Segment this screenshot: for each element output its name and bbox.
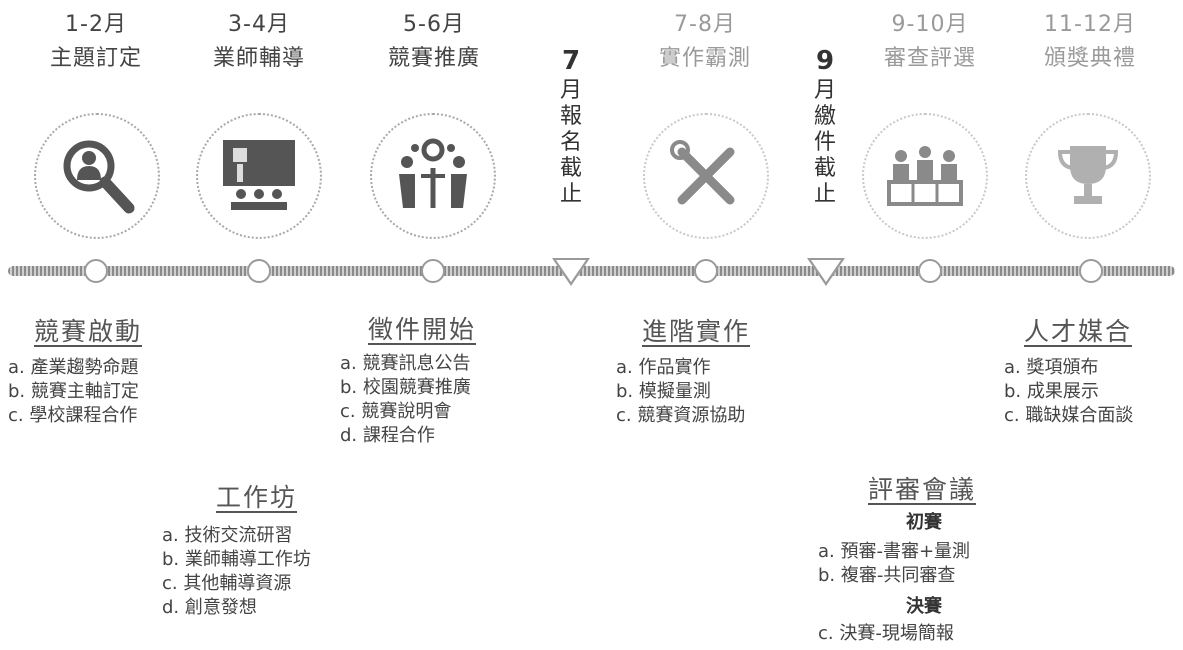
deadline-number: 9 bbox=[815, 46, 835, 76]
list-item: c. 競賽說明會 bbox=[340, 401, 452, 422]
list-item: c. 競賽資源協助 bbox=[616, 405, 746, 426]
deadline-char: 月 bbox=[559, 78, 582, 103]
deadline-char: 止 bbox=[559, 182, 582, 207]
deadline-char: 件 bbox=[813, 130, 836, 155]
period-1: 1-2月 主題訂定 bbox=[36, 8, 156, 76]
final-label: 決賽 bbox=[906, 596, 942, 617]
workshop-heading: 工作坊 bbox=[216, 478, 297, 514]
section-title: 徵件開始 bbox=[368, 315, 477, 344]
list-item: b. 複審-共同審查 bbox=[818, 565, 956, 586]
magnifier-person-icon bbox=[34, 113, 160, 239]
timeline-node bbox=[1079, 259, 1103, 283]
timeline-bar bbox=[8, 266, 1175, 276]
entry-list: a. 競賽訊息公告 b. 校園競賽推廣 c. 競賽說明會 d. 課程合作 bbox=[340, 352, 471, 448]
list-item: c. 職缺媒合面談 bbox=[1004, 405, 1134, 426]
list-item: c. 其他輔導資源 bbox=[162, 573, 292, 594]
timeline-node bbox=[247, 259, 271, 283]
period-task: 競賽推廣 bbox=[387, 46, 480, 71]
list-item: a. 產業趨勢命題 bbox=[8, 357, 139, 378]
timeline-node bbox=[694, 259, 718, 283]
kickoff-heading: 競賽啟動 bbox=[34, 312, 142, 348]
practice-list: a. 作品實作 b. 模擬量測 c. 競賽資源協助 bbox=[616, 356, 745, 428]
period-task: 業師輔導 bbox=[212, 46, 305, 71]
deadline-char: 截 bbox=[559, 156, 582, 181]
period-task: 實作霸測 bbox=[658, 46, 751, 71]
period-month: 3-4月 bbox=[228, 12, 290, 37]
trophy-icon bbox=[1025, 113, 1151, 239]
list-item: a. 獎項頒布 bbox=[1004, 357, 1099, 378]
period-month: 1-2月 bbox=[65, 12, 127, 37]
kickoff-list: a. 產業趨勢命題 b. 競賽主軸訂定 c. 學校課程合作 bbox=[8, 356, 139, 428]
section-title: 進階實作 bbox=[642, 317, 751, 346]
period-2: 3-4月 業師輔導 bbox=[199, 8, 319, 76]
list-item: a. 預審-書審+量測 bbox=[818, 541, 971, 562]
talent-list: a. 獎項頒布 b. 成果展示 c. 職缺媒合面談 bbox=[1004, 356, 1133, 428]
list-item: b. 模擬量測 bbox=[616, 381, 711, 402]
period-month: 9-10月 bbox=[891, 12, 969, 37]
period-3: 5-6月 競賽推廣 bbox=[374, 8, 494, 76]
section-title: 人才媒合 bbox=[1024, 317, 1133, 346]
list-item: b. 業師輔導工作坊 bbox=[162, 549, 311, 570]
deadline-number: 7 bbox=[561, 46, 581, 76]
deadline-char: 繳 bbox=[813, 104, 836, 129]
deadline-marker bbox=[807, 258, 845, 286]
list-item: a. 競賽訊息公告 bbox=[340, 353, 471, 374]
section-title: 工作坊 bbox=[216, 483, 298, 512]
prelim-list: a. 預審-書審+量測 b. 複審-共同審查 bbox=[818, 540, 970, 588]
list-item: d. 創意發想 bbox=[162, 597, 257, 618]
period-6: 11-12月 頒獎典禮 bbox=[1030, 8, 1150, 76]
period-4: 7-8月 實作霸測 bbox=[645, 8, 765, 76]
list-item: c. 決賽-現場簡報 bbox=[818, 623, 954, 644]
list-item: c. 學校課程合作 bbox=[8, 405, 138, 426]
section-title: 評審會議 bbox=[868, 475, 977, 504]
team-network-icon bbox=[370, 113, 496, 239]
period-month: 11-12月 bbox=[1044, 12, 1136, 37]
period-month: 7-8月 bbox=[674, 12, 736, 37]
list-item: a. 作品實作 bbox=[616, 357, 711, 378]
period-task: 審查評選 bbox=[883, 46, 976, 71]
deadline-char: 截 bbox=[813, 156, 836, 181]
list-item: b. 校園競賽推廣 bbox=[340, 377, 471, 398]
presentation-icon bbox=[196, 113, 322, 239]
deadline-september: 9 月 繳 件 截 止 bbox=[805, 44, 845, 208]
list-item: d. 課程合作 bbox=[340, 425, 435, 446]
list-item: b. 競賽主軸訂定 bbox=[8, 381, 139, 402]
prelim-label: 初賽 bbox=[906, 512, 942, 533]
deadline-char: 名 bbox=[559, 130, 582, 155]
timeline-node bbox=[918, 259, 942, 283]
review-heading: 評審會議 bbox=[868, 470, 976, 506]
list-item: a. 技術交流研習 bbox=[162, 525, 293, 546]
deadline-marker bbox=[552, 258, 590, 286]
deadline-char: 報 bbox=[559, 104, 582, 129]
period-month: 5-6月 bbox=[403, 12, 465, 37]
judges-panel-icon bbox=[862, 113, 988, 239]
deadline-char: 月 bbox=[813, 78, 836, 103]
period-task: 主題訂定 bbox=[49, 46, 142, 71]
period-task: 頒獎典禮 bbox=[1043, 46, 1136, 71]
list-item: b. 成果展示 bbox=[1004, 381, 1099, 402]
section-title: 競賽啟動 bbox=[34, 317, 143, 346]
timeline-node bbox=[84, 259, 108, 283]
timeline-node bbox=[421, 259, 445, 283]
deadline-char: 止 bbox=[813, 182, 836, 207]
entry-heading: 徵件開始 bbox=[368, 310, 476, 346]
period-5: 9-10月 審查評選 bbox=[870, 8, 990, 76]
deadline-july: 7 月 報 名 截 止 bbox=[551, 44, 591, 208]
wrench-screwdriver-icon bbox=[643, 113, 769, 239]
practice-heading: 進階實作 bbox=[642, 312, 750, 348]
final-list: c. 決賽-現場簡報 bbox=[818, 622, 954, 646]
workshop-list: a. 技術交流研習 b. 業師輔導工作坊 c. 其他輔導資源 d. 創意發想 bbox=[162, 524, 311, 620]
talent-heading: 人才媒合 bbox=[1024, 312, 1132, 348]
